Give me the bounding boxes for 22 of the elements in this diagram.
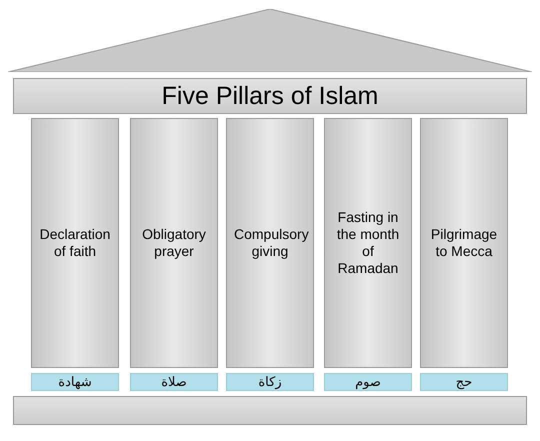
- pillar-column: [324, 118, 412, 368]
- arabic-label-box: [130, 373, 218, 391]
- pillar-column: [31, 118, 119, 368]
- pillar-column: [226, 118, 314, 368]
- pillar-column: [130, 118, 218, 368]
- arabic-label-box: [420, 373, 508, 391]
- arabic-label-box: [31, 373, 119, 391]
- arabic-label-box: [324, 373, 412, 391]
- pillar-column: [420, 118, 508, 368]
- pillar-label: Pilgrimage to Mecca: [430, 226, 498, 260]
- pillar-label: Fasting in the month of Ramadan: [336, 209, 400, 277]
- arabic-word: حج: [456, 374, 472, 390]
- title: Five Pillars of Islam: [162, 82, 378, 110]
- arabic-label-box: [226, 373, 314, 391]
- title-beam: [13, 78, 527, 114]
- arabic-word: صوم: [355, 374, 381, 390]
- arabic-word: زكاة: [258, 374, 282, 390]
- pillar-label: Obligatory prayer: [141, 226, 207, 260]
- arabic-word: شهادة: [58, 374, 92, 390]
- pillar-label: Declaration of faith: [39, 226, 111, 260]
- base-slab: [13, 396, 527, 425]
- arabic-word: صلاة: [161, 374, 187, 390]
